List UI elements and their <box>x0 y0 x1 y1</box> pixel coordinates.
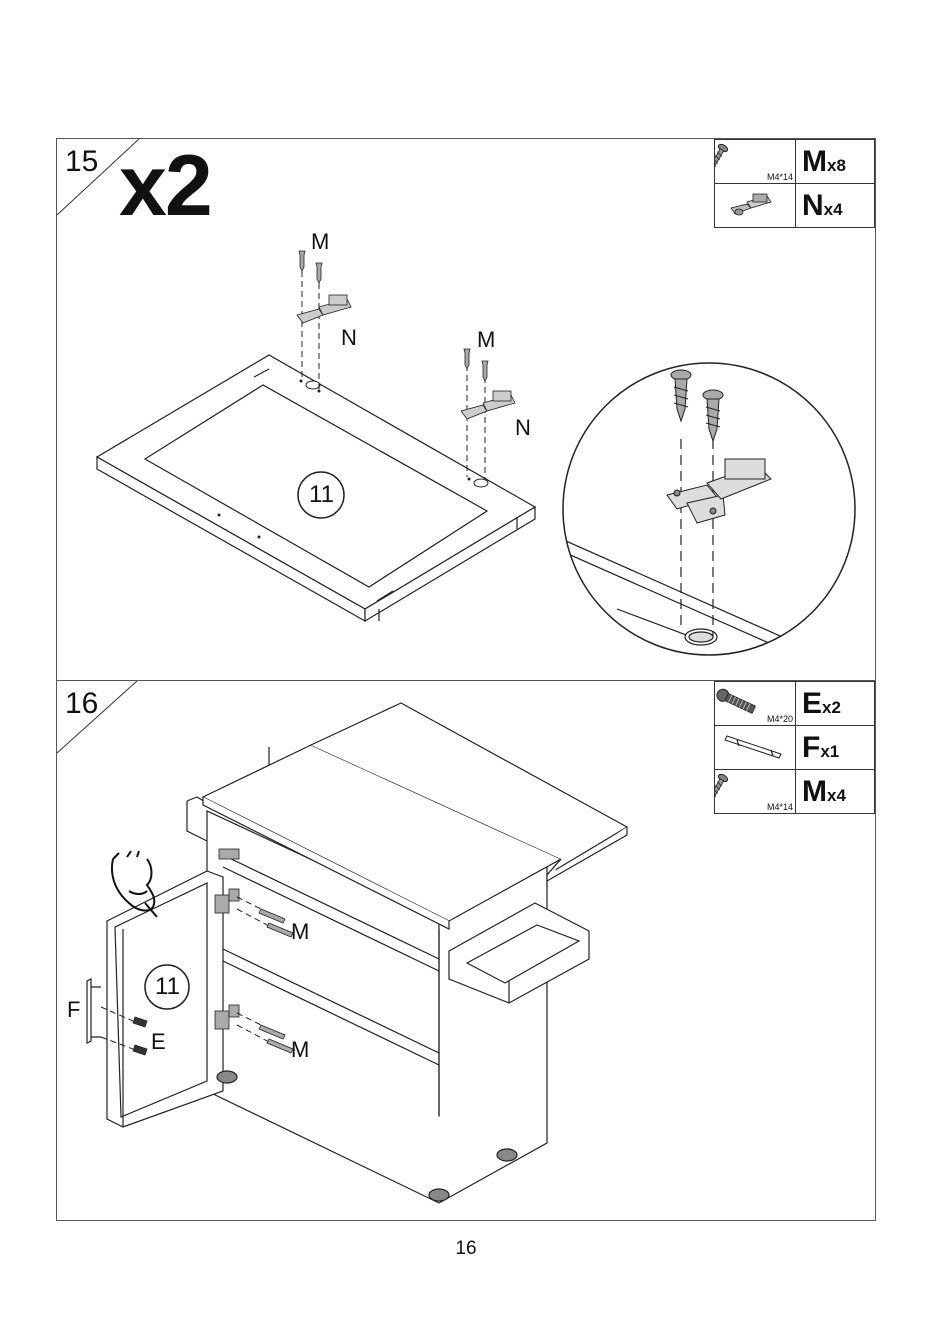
kitchen-cart-drawing <box>57 681 877 1222</box>
handle-callout: F <box>67 997 80 1023</box>
screw-callout: M <box>291 1037 309 1063</box>
page-number: 16 <box>0 1238 932 1260</box>
part-number-callout: 11 <box>155 973 179 1001</box>
step-15-panel: 15 x2 M4*14 Mx8 <box>56 138 876 681</box>
detail-magnifier <box>57 139 877 682</box>
screw-callout: M <box>291 919 309 945</box>
step-16-panel: 16 M4*20 Ex2 <box>56 680 876 1221</box>
bolt-callout: E <box>151 1029 166 1055</box>
